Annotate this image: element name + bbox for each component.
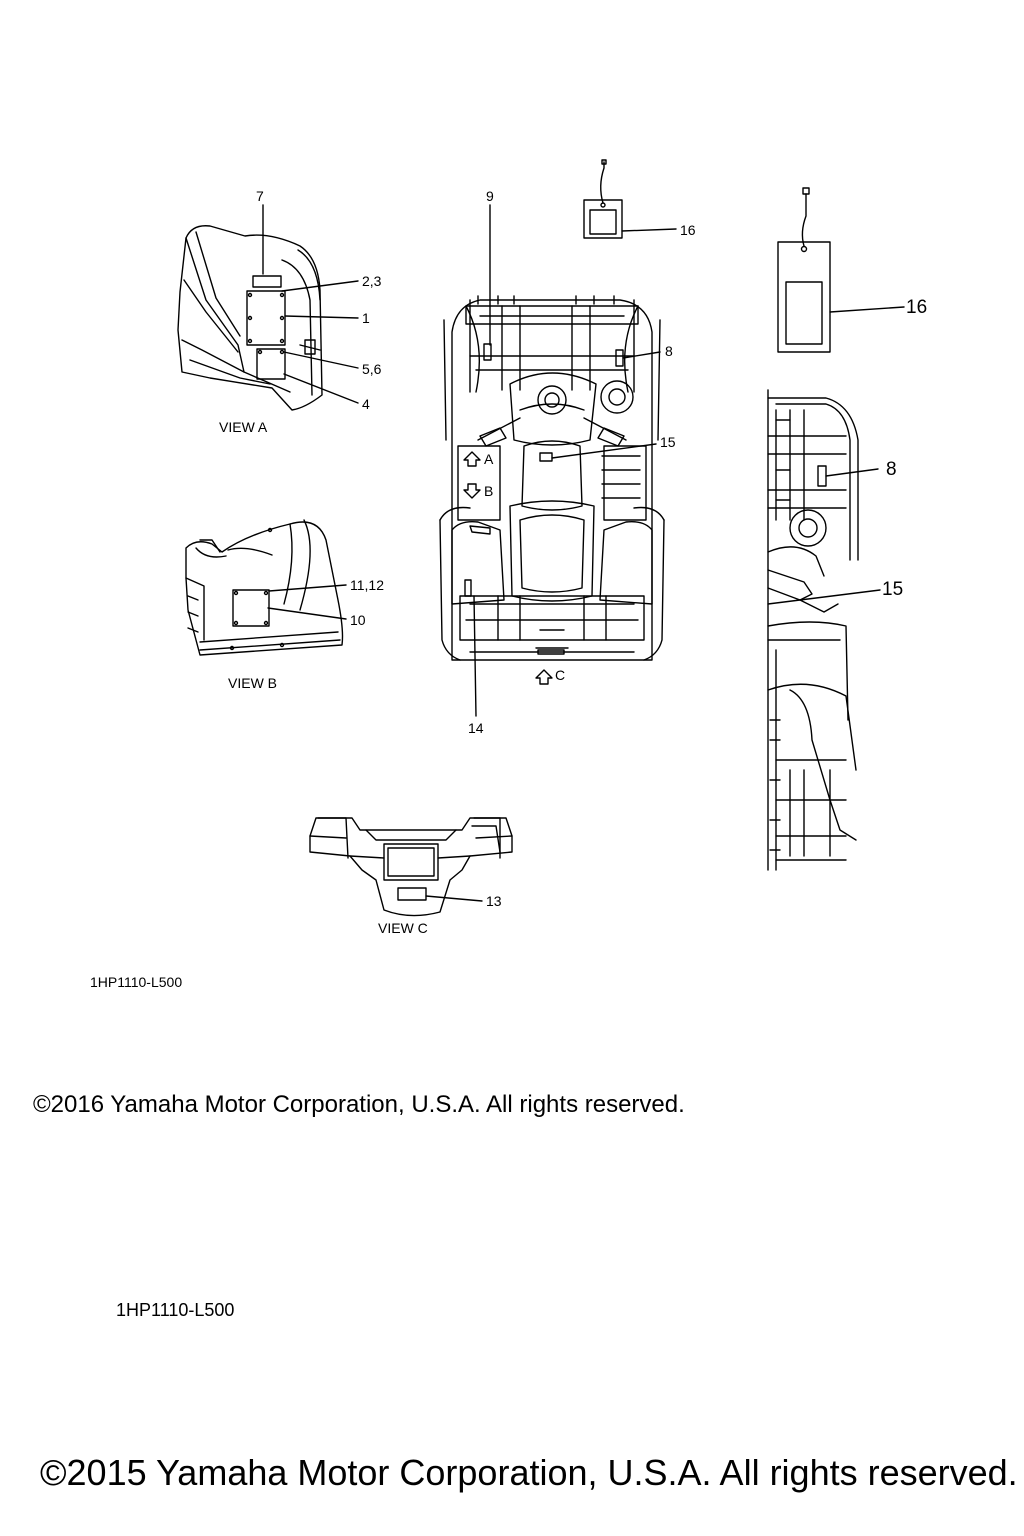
copyright-notice-secondary: ©2015 Yamaha Motor Corporation, U.S.A. A…	[40, 1452, 1018, 1493]
atv-half-enlarged-view	[767, 389, 881, 871]
callout-7: 7	[256, 188, 264, 204]
callout-10: 10	[350, 612, 366, 628]
callout-14: 14	[468, 720, 484, 736]
label-1-plate	[246, 290, 286, 346]
label-7-plate	[252, 275, 282, 288]
view-b-rear-fender	[185, 519, 347, 656]
label-8-large-plate	[817, 465, 827, 487]
diagram-code: 1HP1110-L500	[90, 974, 183, 990]
callout-15: 15	[660, 434, 676, 450]
callout-1: 1	[362, 310, 370, 326]
view-a-front-fender	[177, 204, 359, 411]
arrow-label-b: B	[484, 483, 493, 499]
label-4-plate	[256, 348, 286, 380]
label-13-plate	[397, 887, 427, 901]
atv-top-view	[439, 204, 665, 717]
view-b-label: VIEW B	[228, 675, 277, 691]
callout-8: 8	[665, 343, 673, 359]
callout-15-large: 15	[882, 579, 903, 600]
callout-16: 16	[680, 222, 696, 238]
callout-9: 9	[486, 188, 494, 204]
callout-16-large: 16	[906, 297, 927, 318]
hang-tag-small	[583, 159, 677, 239]
hang-tag-large	[777, 187, 905, 353]
callout-8-large: 8	[886, 459, 897, 480]
callout-13: 13	[486, 893, 502, 909]
callout-2-3: 2,3	[362, 273, 382, 289]
label-10-plate	[232, 589, 270, 627]
label-13-plate-top	[537, 649, 565, 655]
arrow-label-c: C	[555, 667, 565, 683]
callout-5-6: 5,6	[362, 361, 382, 377]
callout-4: 4	[362, 396, 370, 412]
label-8-plate	[615, 349, 624, 367]
view-c-front	[309, 817, 513, 917]
label-15-plate	[539, 452, 553, 462]
view-c-label: VIEW C	[378, 920, 428, 936]
label-9-plate	[483, 343, 492, 361]
diagram-code-secondary: 1HP1110-L500	[116, 1300, 235, 1320]
callout-11-12: 11,12	[350, 577, 384, 593]
arrow-label-a: A	[484, 451, 494, 467]
label-14-plate	[464, 579, 472, 597]
copyright-notice: ©2016 Yamaha Motor Corporation, U.S.A. A…	[33, 1091, 685, 1118]
view-a-label: VIEW A	[219, 419, 268, 435]
